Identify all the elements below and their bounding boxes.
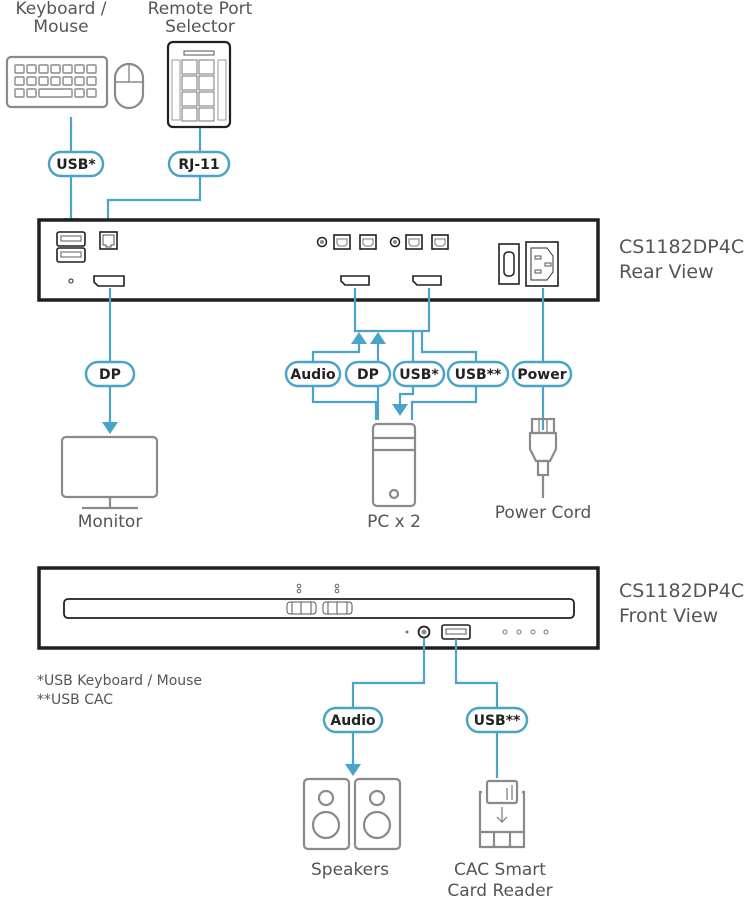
front-view-model: CS1182DP4C	[619, 580, 744, 602]
speakers-label: Speakers	[311, 860, 389, 880]
svg-text:USB*: USB*	[56, 157, 96, 173]
svg-text:USB**: USB**	[455, 367, 502, 383]
rear-view-model: CS1182DP4C	[619, 236, 744, 258]
cac-smart-card-reader-icon	[478, 779, 526, 849]
front-panel-strip	[63, 598, 575, 619]
svg-text:RJ-11: RJ-11	[178, 157, 219, 173]
power-cord-label: Power Cord	[495, 503, 592, 523]
speakers-icon	[302, 777, 402, 851]
pc-usb-connector-label: USB*	[392, 360, 446, 388]
pc2-ports	[389, 234, 449, 286]
keyboard-icon	[5, 55, 109, 109]
console-dp-port	[93, 275, 125, 287]
remote-port-selector-label-line1: Remote Port	[148, 0, 253, 19]
front-audio-wire	[351, 638, 426, 766]
svg-text:DP: DP	[99, 367, 121, 383]
power-socket	[525, 241, 559, 287]
svg-text:Audio: Audio	[330, 713, 376, 729]
keyboard-mouse-label-line2: Mouse	[33, 17, 88, 37]
svg-text:USB*: USB*	[399, 367, 439, 383]
front-audio-connector-label: Audio	[322, 706, 384, 734]
pc-dp-connector-label: DP	[344, 360, 392, 388]
monitor-icon	[60, 435, 159, 510]
footnote-single-star: *USB Keyboard / Mouse	[37, 673, 202, 689]
remote-port-selector-label-line2: Selector	[165, 17, 235, 37]
rj11-port	[99, 231, 118, 250]
monitor-dp-arrow	[102, 422, 118, 434]
rj11-wire	[106, 128, 202, 232]
pc-usb-arrow	[392, 404, 408, 416]
front-view-caption: Front View	[619, 605, 718, 627]
svg-text:DP: DP	[357, 367, 379, 383]
remote-port-selector-icon	[166, 40, 232, 129]
pc1-ports	[316, 234, 377, 286]
monitor-dp-connector-label: DP	[84, 360, 136, 388]
pc-audio-arrow	[351, 332, 367, 344]
front-port-selection-buttons	[286, 583, 353, 615]
kbm-usb-connector-label: USB*	[47, 150, 105, 178]
pc-tower-icon	[371, 422, 417, 508]
rj11-connector-label: RJ-11	[167, 150, 231, 178]
front-status-leds	[502, 629, 549, 635]
power-cord-icon	[528, 417, 558, 498]
monitor-label: Monitor	[78, 512, 143, 532]
cac-reader-label-line2: Card Reader	[447, 881, 552, 900]
svg-text:Audio: Audio	[290, 367, 336, 383]
rear-indicator-hole	[68, 278, 74, 284]
pc-dp-arrow	[370, 332, 386, 344]
pc-dp-bus-wire	[353, 288, 431, 333]
front-usb-cac-connector-label: USB**	[465, 706, 529, 734]
footnote-double-star: **USB CAC	[37, 692, 113, 708]
pc-label: PC x 2	[367, 512, 421, 532]
pc-usb-cac-connector-label: USB**	[446, 360, 510, 388]
svg-text:Power: Power	[517, 367, 566, 383]
front-audio-jack	[417, 625, 431, 639]
keyboard-mouse-label-line1: Keyboard /	[15, 0, 106, 19]
usb-console-ports	[56, 231, 86, 263]
power-connector-label: Power	[511, 360, 573, 388]
cac-reader-label-line1: CAC Smart	[454, 860, 546, 880]
front-indicator-hole	[405, 630, 409, 634]
pc-audio-connector-label: Audio	[284, 360, 342, 388]
rear-view-caption: Rear View	[619, 261, 714, 283]
front-audio-arrow	[345, 764, 361, 776]
mouse-icon	[113, 62, 145, 110]
svg-text:USB**: USB**	[474, 713, 521, 729]
power-switch	[498, 243, 520, 285]
front-usb-port	[441, 624, 471, 640]
